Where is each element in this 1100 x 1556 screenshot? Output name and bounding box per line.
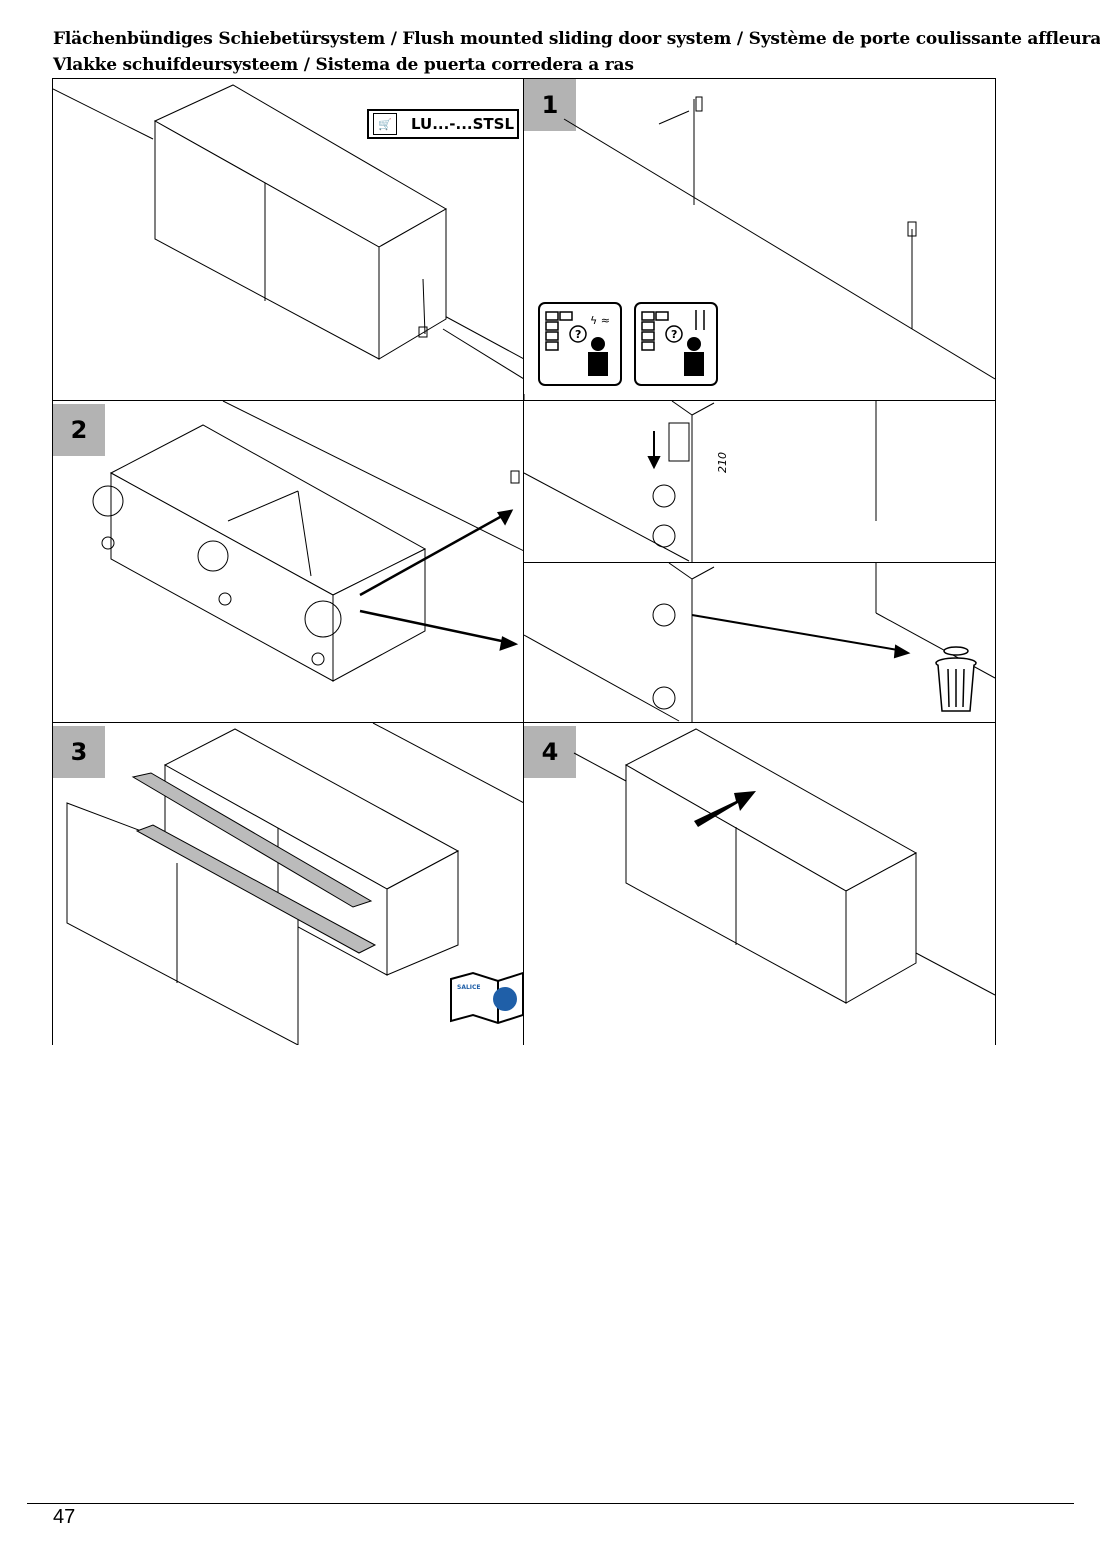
remove-foot-drawing xyxy=(524,563,995,722)
step-1-panel: 1 ? ϟ ≈ xyxy=(524,79,995,401)
shopping-cart-icon: 🛒 xyxy=(373,113,397,135)
step-number-badge: 1 xyxy=(524,79,576,131)
step-2-detail-top: 210 xyxy=(524,401,995,563)
door-slide-drawing xyxy=(573,728,995,1004)
order-code-box: 🛒 LU...-...STSL xyxy=(367,109,519,139)
step-2-panel: 2 xyxy=(53,401,524,723)
foot-height-adjust-drawing xyxy=(524,401,877,562)
cabinet-overview-drawing xyxy=(53,84,523,379)
overview-panel: 🛒 LU...-...STSL xyxy=(53,79,524,401)
instruction-grid: 🛒 LU...-...STSL 1 ? xyxy=(52,78,996,1045)
check-wall-utilities-icon: ? ϟ ≈ xyxy=(538,302,622,386)
cabinet-adjustable-feet-drawing xyxy=(92,401,523,682)
title-line-2: Vlakke schuifdeursysteem / Sistema de pu… xyxy=(53,55,634,75)
page-title: Flächenbündiges Schiebetürsystem / Flush… xyxy=(53,26,1100,78)
read-manual-icon: SALICE xyxy=(450,971,523,1025)
title-line-1: Flächenbündiges Schiebetürsystem / Flush… xyxy=(53,29,1100,49)
order-code: LU...-...STSL xyxy=(411,115,515,133)
page-number: 47 xyxy=(53,1506,76,1528)
check-wall-fixings-icon: ? xyxy=(634,302,718,386)
step-number-badge: 3 xyxy=(53,726,105,778)
trash-bin-icon xyxy=(935,646,977,712)
footer-rule xyxy=(27,1503,1074,1504)
manual-brand: SALICE xyxy=(457,984,481,991)
step-3-panel: 3 SALICE xyxy=(53,723,524,1045)
svg-text:ϟ ≈: ϟ ≈ xyxy=(590,314,610,327)
step-number-badge: 4 xyxy=(524,726,576,778)
step-2-detail-bottom xyxy=(524,563,995,723)
rail-and-door-assembly-drawing: SALICE xyxy=(66,723,523,1045)
svg-text:?: ? xyxy=(671,328,677,341)
wall-mounting-drawing xyxy=(524,96,995,400)
svg-text:?: ? xyxy=(575,328,581,341)
step-number-badge: 2 xyxy=(53,404,105,456)
dimension-label: 210 xyxy=(716,452,729,473)
step-4-panel: 4 xyxy=(524,723,995,1045)
